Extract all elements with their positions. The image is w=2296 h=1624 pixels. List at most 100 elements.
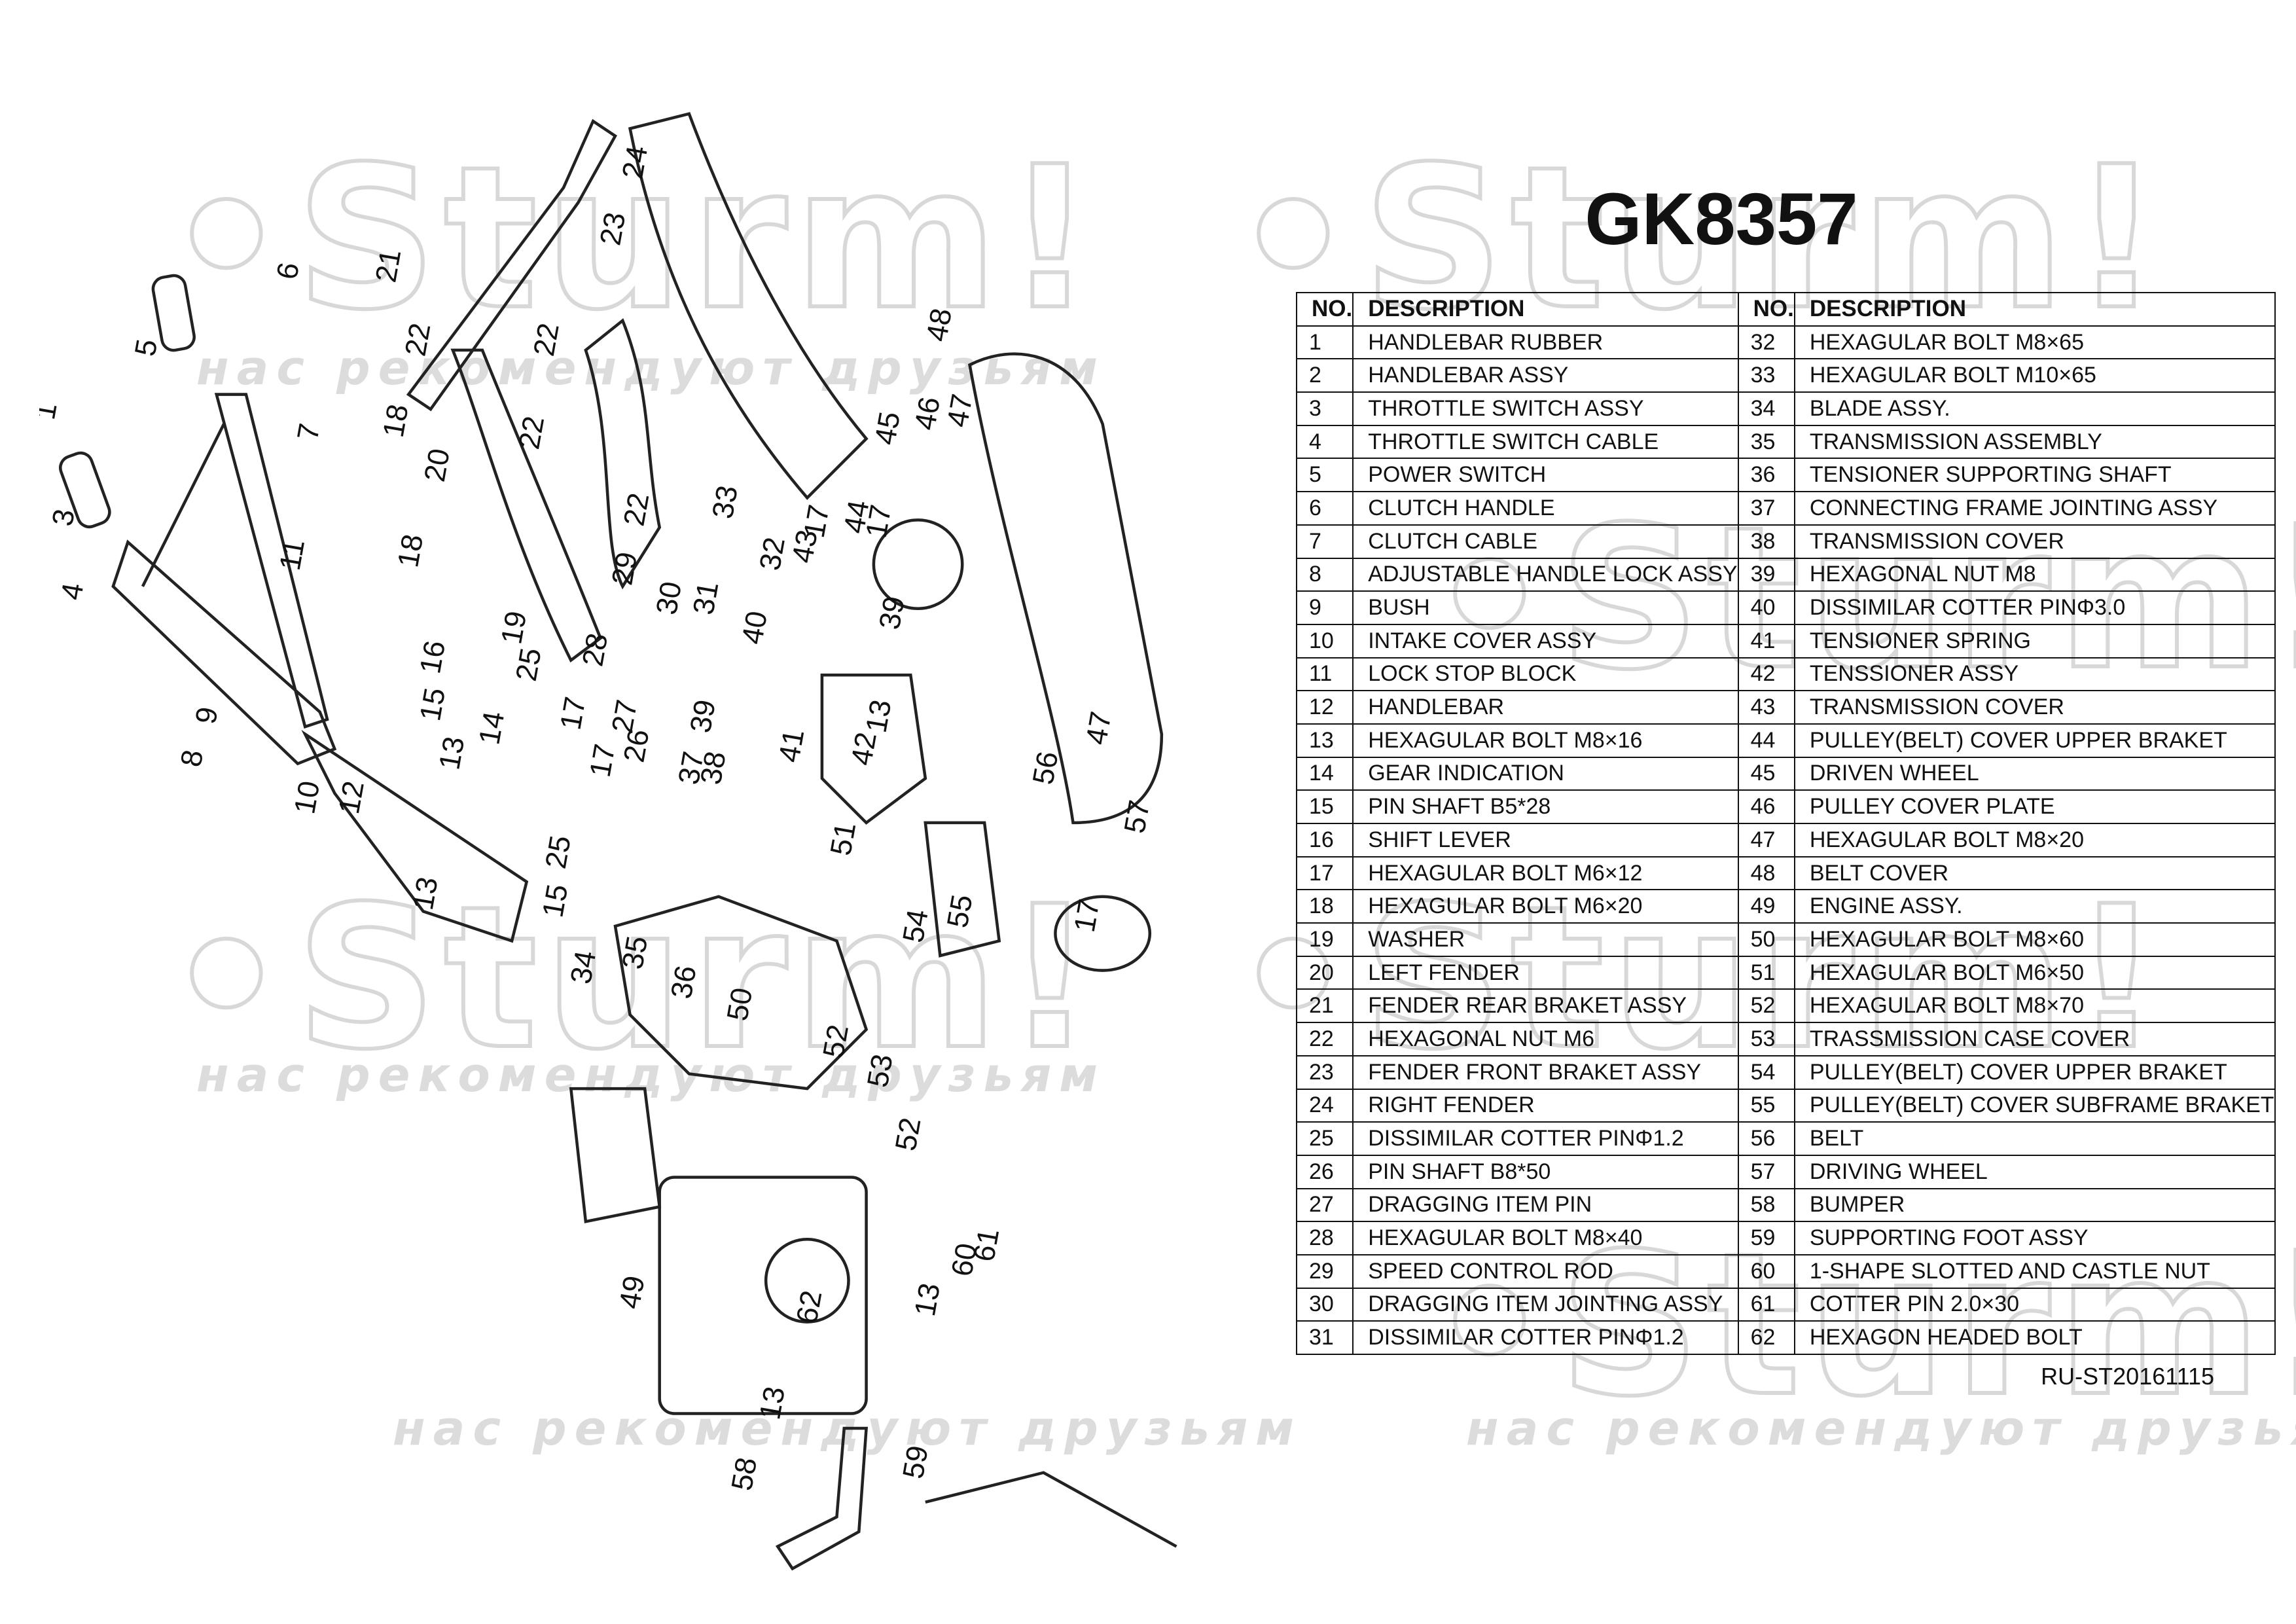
part-number: 17 (1295, 856, 1354, 891)
part-callout-label: 6 (270, 260, 306, 282)
part-callout-label: 58 (725, 1455, 763, 1493)
handlebar-grip-shape (151, 274, 196, 352)
part-callout-label: 30 (649, 579, 688, 617)
part-description: HEXAGULAR BOLT M8×40 (1352, 1221, 1739, 1255)
handlebar-lower-shape (301, 729, 529, 943)
part-number: 21 (1295, 988, 1354, 1024)
part-number: 58 (1737, 1187, 1795, 1223)
part-description: BUSH (1352, 590, 1739, 625)
part-callout-label: 47 (1079, 709, 1118, 747)
part-number: 40 (1737, 590, 1795, 625)
part-number: 12 (1295, 690, 1354, 725)
part-number: 4 (1295, 424, 1354, 460)
part-description: PULLEY(BELT) COVER UPPER BRAKET (1793, 1055, 2276, 1090)
part-callout-label: 56 (1026, 749, 1065, 787)
part-callout-label: 18 (376, 402, 415, 440)
part-callout-label: 48 (920, 306, 958, 344)
part-description: HEXAGON HEADED BOLT (1793, 1320, 2276, 1355)
part-number: 41 (1737, 623, 1795, 659)
right-fender-shape (628, 112, 869, 500)
part-number: 34 (1737, 391, 1795, 426)
part-number: 2 (1295, 358, 1354, 393)
part-description: HANDLEBAR (1352, 690, 1739, 725)
part-description: INTAKE COVER ASSY (1352, 623, 1739, 659)
part-description: DRAGGING ITEM JOINTING ASSY (1352, 1287, 1739, 1322)
part-callout-label: 8 (174, 748, 210, 770)
part-callout-label: 4 (54, 581, 90, 603)
part-number: 27 (1295, 1187, 1354, 1223)
header-description: DESCRIPTION (1352, 292, 1739, 327)
part-number: 50 (1737, 922, 1795, 957)
belt-cover-shape (968, 352, 1164, 825)
part-callout-label: 5 (128, 336, 164, 359)
part-description: ADJUSTABLE HANDLE LOCK ASSY (1352, 557, 1739, 592)
part-number: 51 (1737, 955, 1795, 990)
header-no: NO. (1295, 292, 1354, 327)
part-number: 54 (1737, 1055, 1795, 1090)
part-number: 28 (1295, 1221, 1354, 1255)
part-callout-label: 22 (512, 414, 550, 452)
part-callout-label: 29 (605, 549, 643, 587)
part-number: 7 (1295, 524, 1354, 559)
part-description: THROTTLE SWITCH CABLE (1352, 424, 1739, 460)
part-callout-label: 47 (941, 391, 979, 429)
part-number: 48 (1737, 856, 1795, 891)
part-callout-label: 57 (1117, 797, 1156, 835)
rear-bracket-shape (406, 118, 617, 412)
part-callout-label: 49 (613, 1273, 651, 1311)
watermark-slogan: нас рекомендуют друзьям (1466, 1401, 2296, 1456)
part-callout-label: 21 (368, 247, 407, 285)
part-callout-label: 41 (772, 727, 810, 765)
part-callout-label: 1 (39, 400, 63, 422)
part-description: FENDER FRONT BRAKET ASSY (1352, 1055, 1739, 1090)
part-description: BELT COVER (1793, 856, 2276, 891)
driving-wheel-shape (1054, 895, 1152, 972)
part-number: 56 (1737, 1121, 1795, 1156)
part-callout-label: 7 (291, 421, 327, 443)
part-description: BUMPER (1793, 1187, 2276, 1223)
part-number: 23 (1295, 1055, 1354, 1090)
part-callout-label: 27 (605, 697, 643, 735)
part-description: POWER SWITCH (1352, 458, 1739, 493)
part-description: RIGHT FENDER (1352, 1088, 1739, 1123)
part-description: PULLEY COVER PLATE (1793, 789, 2276, 824)
part-description: GEAR INDICATION (1352, 756, 1739, 791)
part-description: TENSIONER SUPPORTING SHAFT (1793, 458, 2276, 493)
part-callout-label: 59 (896, 1443, 935, 1481)
part-number: 53 (1737, 1022, 1795, 1056)
part-callout-label: 13 (859, 697, 898, 735)
engine-starter-shape (764, 1237, 850, 1324)
part-callout-label: 24 (615, 143, 654, 181)
part-callout-label: 39 (683, 697, 722, 735)
part-number: 33 (1737, 358, 1795, 393)
part-callout-label: 20 (418, 446, 456, 484)
exploded-parts-diagram: 1345678910111213131415161717181819202122… (39, 112, 1177, 1571)
part-callout-label: 52 (889, 1115, 927, 1153)
part-number: 44 (1737, 723, 1795, 758)
part-number: 49 (1737, 889, 1795, 924)
part-callout-label: 50 (720, 985, 759, 1023)
part-number: 61 (1737, 1287, 1795, 1322)
bumper-shape (775, 1426, 869, 1571)
part-callout-label: 42 (844, 730, 883, 768)
part-callout-label: 13 (432, 734, 471, 772)
part-description: HEXAGULAR BOLT M8×20 (1793, 823, 2276, 857)
part-description: COTTER PIN 2.0×30 (1793, 1287, 2276, 1322)
part-callout-label: 14 (472, 709, 511, 747)
driven-wheel-shape (872, 518, 964, 610)
part-callout-label: 43 (785, 528, 824, 566)
part-callout-label: 53 (861, 1052, 899, 1090)
part-callout-label: 31 (687, 579, 725, 617)
part-callout-label: 36 (664, 963, 703, 1001)
part-description: DRIVING WHEEL (1793, 1154, 2276, 1189)
part-number: 46 (1737, 789, 1795, 824)
part-number: 9 (1295, 590, 1354, 625)
